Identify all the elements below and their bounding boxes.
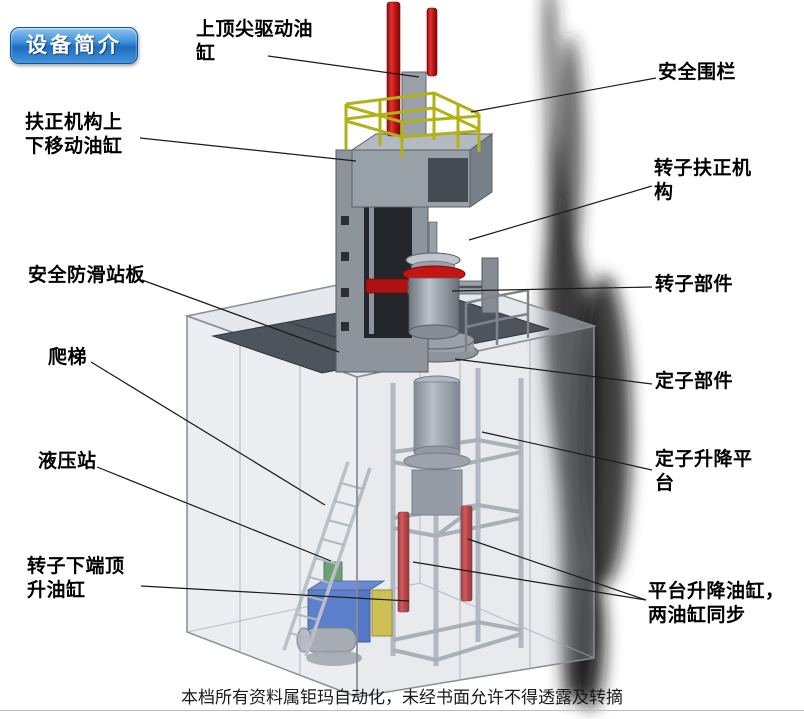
equipment-intro-badge: 设备简介 — [10, 27, 138, 64]
label-ladder: 爬梯 — [48, 347, 88, 368]
head-box — [350, 133, 494, 208]
label-hydraulic-station: 液压站 — [38, 451, 97, 472]
slide-bottom-rule — [0, 710, 804, 711]
label-stator-component: 定子部件 — [655, 371, 734, 392]
footer-copyright: 本档所有资料属钜玛自动化，未经书面允许不得透露及转摘 — [181, 688, 623, 707]
label-top-drive-cylinder: 上顶尖驱动油缸 — [196, 19, 314, 64]
label-rotor-centering-mechanism: 转子扶正机构 — [654, 158, 752, 203]
label-safety-fence: 安全围栏 — [658, 62, 737, 83]
label-rotor-bottom-jack-cylinder: 转子下端顶升油缸 — [27, 556, 125, 601]
label-rotor-component: 转子部件 — [655, 274, 734, 295]
rotor-assembly — [402, 221, 466, 340]
label-platform-lift-cylinders: 平台升降油缸，两油缸同步 — [648, 581, 785, 626]
label-antislip-platform: 安全防滑站板 — [28, 265, 146, 286]
deck-guard-frame — [464, 288, 530, 352]
safety-railing — [344, 91, 481, 158]
platform-lift-cylinders — [397, 505, 473, 613]
ladder — [282, 461, 372, 657]
stator-lower-cylinder — [403, 375, 471, 516]
leader-lines — [90, 55, 657, 602]
label-stator-lift-platform: 定子升降平台 — [655, 449, 753, 494]
smoke-shadow — [543, 0, 631, 710]
top-drive-cylinders — [386, 1, 438, 137]
label-centering-updown-cylinder: 扶正机构上下移动油缸 — [25, 112, 123, 157]
